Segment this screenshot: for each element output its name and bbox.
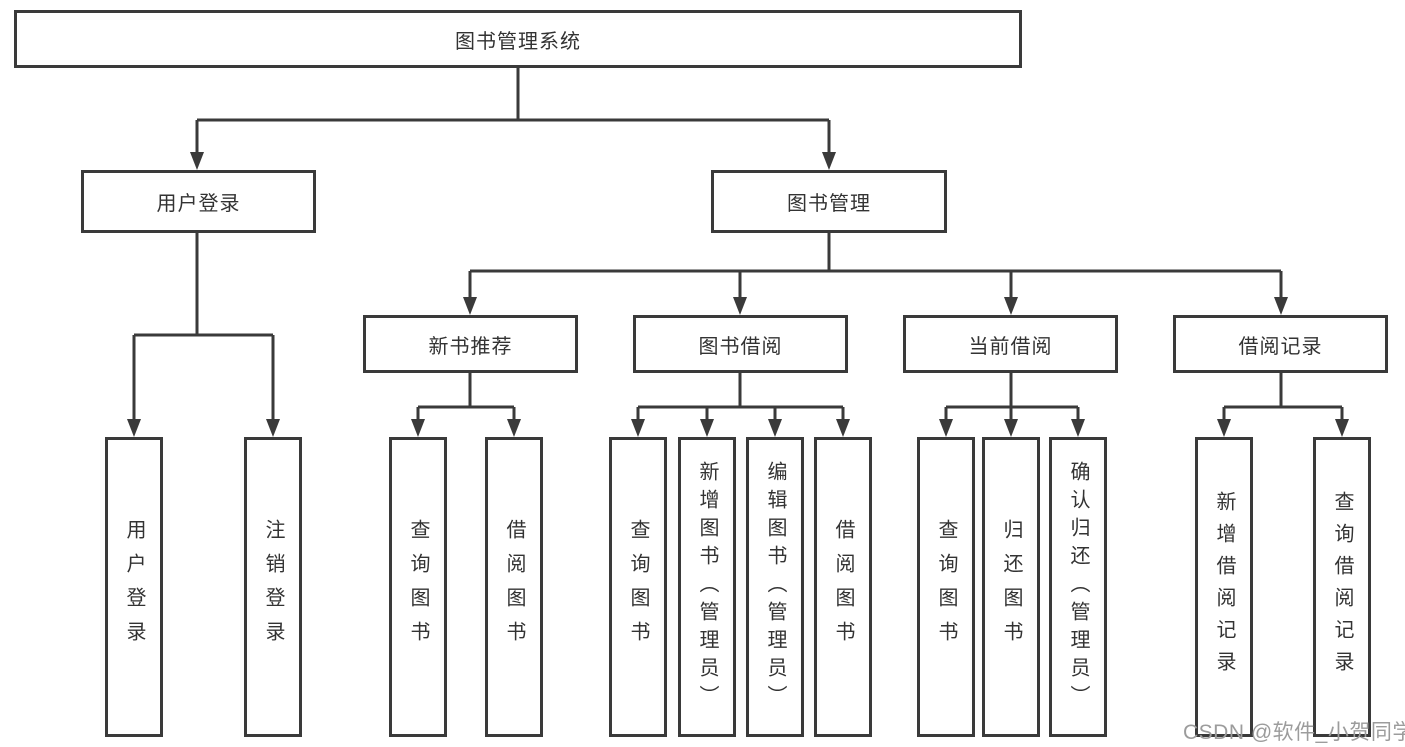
leaf-query-books-recommend: 查询图书 xyxy=(389,437,447,737)
leaf-confirm-return-admin: 确认归还（管理员） xyxy=(1049,437,1107,737)
leaf-borrow-books-label: 借阅图书 xyxy=(832,519,854,655)
leaf-query-borrow-record-label: 查询借阅记录 xyxy=(1331,491,1353,683)
leaf-query-books-recommend-label: 查询图书 xyxy=(407,519,429,655)
leaf-user-login: 用户登录 xyxy=(105,437,163,737)
node-new-book-recommend: 新书推荐 xyxy=(363,315,578,373)
node-root-label: 图书管理系统 xyxy=(455,30,581,53)
node-user-login: 用户登录 xyxy=(81,170,316,233)
leaf-query-books-current-label: 查询图书 xyxy=(935,519,957,655)
node-current-borrow: 当前借阅 xyxy=(903,315,1118,373)
leaf-add-book-admin: 新增图书（管理员） xyxy=(678,437,736,737)
node-root: 图书管理系统 xyxy=(14,10,1022,68)
leaf-add-book-admin-label: 新增图书（管理员） xyxy=(696,461,718,713)
leaf-borrow-books-recommend-label: 借阅图书 xyxy=(503,519,525,655)
leaf-query-books-borrow-label: 查询图书 xyxy=(627,519,649,655)
node-borrow-records-label: 借阅记录 xyxy=(1238,335,1323,358)
leaf-user-login-label: 用户登录 xyxy=(123,519,145,655)
leaf-query-borrow-record: 查询借阅记录 xyxy=(1313,437,1371,737)
node-book-management-label: 图书管理 xyxy=(787,193,871,215)
leaf-add-borrow-record: 新增借阅记录 xyxy=(1195,437,1253,737)
leaf-return-book-label: 归还图书 xyxy=(1000,519,1022,655)
leaf-borrow-books-recommend: 借阅图书 xyxy=(485,437,543,737)
node-book-management: 图书管理 xyxy=(711,170,947,233)
leaf-edit-book-admin: 编辑图书（管理员） xyxy=(746,437,804,737)
leaf-borrow-books: 借阅图书 xyxy=(814,437,872,737)
leaf-confirm-return-admin-label: 确认归还（管理员） xyxy=(1067,461,1089,713)
node-borrow-records: 借阅记录 xyxy=(1173,315,1388,373)
csdn-watermark: CSDN @软件_小贺同学 xyxy=(1183,721,1405,744)
node-user-login-label: 用户登录 xyxy=(156,193,241,215)
node-current-borrow-label: 当前借阅 xyxy=(968,335,1053,358)
node-new-book-recommend-label: 新书推荐 xyxy=(428,335,513,358)
leaf-return-book: 归还图书 xyxy=(982,437,1040,737)
leaf-add-borrow-record-label: 新增借阅记录 xyxy=(1213,491,1235,683)
leaf-query-books-borrow: 查询图书 xyxy=(609,437,667,737)
leaf-logout: 注销登录 xyxy=(244,437,302,737)
node-book-borrow-label: 图书借阅 xyxy=(698,335,783,358)
leaf-logout-label: 注销登录 xyxy=(262,519,284,655)
node-book-borrow: 图书借阅 xyxy=(633,315,848,373)
leaf-query-books-current: 查询图书 xyxy=(917,437,975,737)
leaf-edit-book-admin-label: 编辑图书（管理员） xyxy=(764,461,786,713)
